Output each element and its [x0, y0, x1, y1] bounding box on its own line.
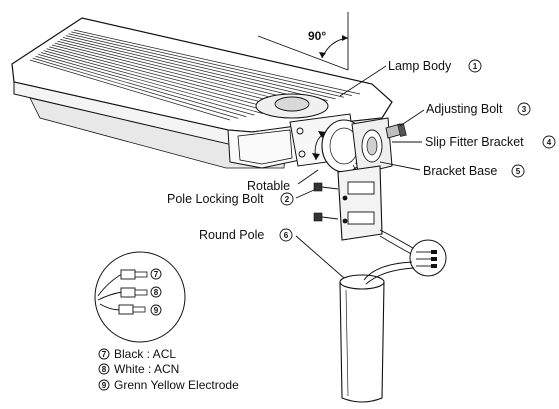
callout-round-pole: Round Pole 6	[199, 228, 293, 242]
legend-item-7: 7 Black : ACL	[98, 347, 176, 361]
wire-legend-detail: 7 8 9	[94, 251, 186, 343]
callout-bracket-base: Bracket Base 5	[423, 164, 525, 178]
wire-number-9: 9	[150, 304, 162, 316]
svg-text:9: 9	[154, 306, 159, 315]
svg-text:Round Pole: Round Pole	[199, 228, 264, 242]
callout-pole-locking-bolt: Pole Locking Bolt 2	[167, 192, 294, 206]
callout-lamp-body: Lamp Body 1	[388, 59, 482, 73]
svg-text:Grenn Yellow Electrode: Grenn Yellow Electrode	[114, 378, 239, 392]
svg-text:Bracket Base: Bracket Base	[423, 164, 497, 178]
svg-text:2: 2	[285, 195, 290, 204]
svg-text:7: 7	[102, 350, 107, 359]
callout-adjusting-bolt: Adjusting Bolt 3	[426, 102, 531, 116]
svg-text:8: 8	[154, 288, 159, 297]
angle-label: 90°	[308, 29, 326, 43]
svg-text:8: 8	[102, 365, 107, 374]
svg-text:6: 6	[284, 231, 289, 240]
svg-text:Slip Fitter Bracket: Slip Fitter Bracket	[425, 135, 524, 149]
svg-text:Pole Locking Bolt: Pole Locking Bolt	[167, 192, 264, 206]
wire-8-connector	[120, 287, 148, 298]
svg-text:Adjusting Bolt: Adjusting Bolt	[426, 102, 503, 116]
legend-item-8: 8 White : ACN	[98, 362, 179, 376]
round-pole-drawing	[339, 261, 415, 403]
svg-text:Lamp Body: Lamp Body	[388, 59, 452, 73]
wire-7-connector	[120, 269, 148, 280]
callout-leaders	[295, 65, 425, 279]
svg-text:Black : ACL: Black : ACL	[114, 347, 176, 361]
bracket-assembly-drawing	[289, 113, 427, 263]
wire-connector-detail	[409, 239, 447, 277]
wire-legend: 7 Black : ACL 8 White : ACN 9 Grenn Yell…	[98, 347, 239, 392]
svg-text:3: 3	[522, 105, 527, 114]
angle-indicator: 90°	[257, 12, 349, 71]
wire-9-connector	[118, 304, 146, 315]
svg-text:5: 5	[516, 167, 521, 176]
svg-text:9: 9	[102, 381, 107, 390]
callout-rotable: Rotable	[247, 179, 290, 193]
wire-number-7: 7	[150, 268, 162, 280]
svg-text:4: 4	[547, 138, 552, 147]
pole-locking-bolt-icon	[313, 182, 339, 222]
svg-text:7: 7	[154, 270, 159, 279]
svg-text:1: 1	[473, 62, 478, 71]
callout-slip-fitter-bracket: Slip Fitter Bracket 4	[425, 135, 556, 149]
svg-text:White : ACN: White : ACN	[114, 362, 179, 376]
wire-number-8: 8	[150, 286, 162, 298]
legend-item-9: 9 Grenn Yellow Electrode	[98, 378, 239, 392]
svg-text:Rotable: Rotable	[247, 179, 290, 193]
